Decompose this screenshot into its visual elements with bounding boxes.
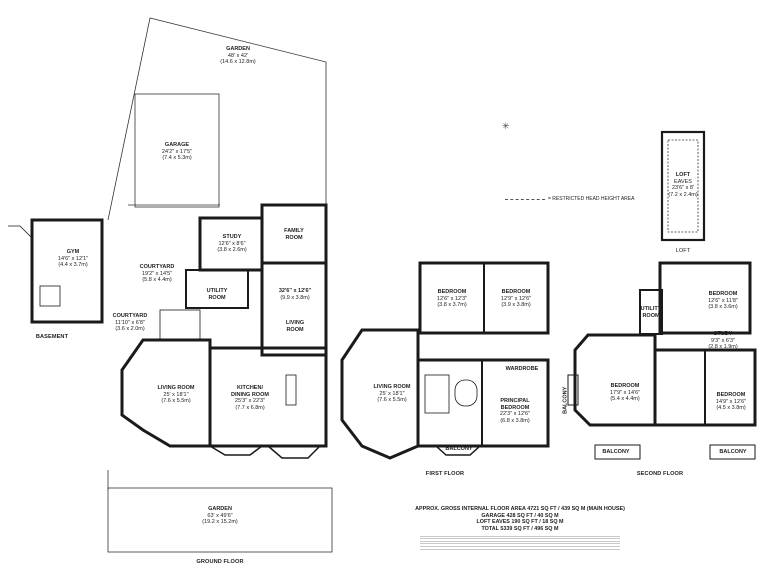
floor-label-first: FIRST FLOOR [425,471,465,477]
loft-outline [660,130,706,242]
dashed-line-swatch [505,198,545,200]
legend-text: = RESTRICTED HEAD HEIGHT AREA [548,196,635,202]
room-label-balcony-second-right: BALCONY [719,449,747,455]
first-floor-plan [340,261,550,460]
floor-label-ground: GROUND FLOOR [196,559,244,565]
garage-outline [134,93,220,208]
area-line-main: APPROX. GROSS INTERNAL FLOOR AREA 4721 S… [415,506,625,512]
floor-label-basement: BASEMENT [35,334,69,340]
front-garden-outline [107,487,333,553]
room-label-utility-second: UTILITY ROOM [640,306,662,319]
room-label-family-room: FAMILY ROOM [284,228,304,241]
disclaimer-fine-print [420,534,620,550]
garden-boundary-top [107,17,327,221]
room-label-wardrobe: WARDROBE [505,366,539,372]
room-label-balcony-first: BALCONY [445,446,473,452]
room-label-balcony-second-side: BALCONY [562,386,569,414]
ground-floor-plan [120,203,328,459]
area-line-total: TOTAL 5339 SQ FT / 496 SQ M [481,525,559,532]
legend: = RESTRICTED HEAD HEIGHT AREA [505,196,634,202]
room-label-utility-ground: UTILITY ROOM [206,288,228,301]
floor-label-loft: LOFT [675,248,691,254]
area-line-garage: GARAGE 428 SQ FT / 40 SQ M [481,512,559,519]
room-label-balcony-second-left: BALCONY [602,449,630,455]
area-line-loft: LOFT EAVES 190 SQ FT / 18 SQ M [476,519,564,526]
compass-rose-icon: ✳ [502,121,510,131]
room-label-living-room-ground-dims: 32'6" x 12'6"(9.9 x 3.8m) [278,288,312,301]
room-label-living-room-ground-name: LIVING ROOM [285,320,305,333]
basement-plan [8,218,104,324]
floor-label-second: SECOND FLOOR [636,471,684,477]
area-summary: APPROX. GROSS INTERNAL FLOOR AREA 4721 S… [415,506,625,532]
second-floor-plan [567,261,757,460]
